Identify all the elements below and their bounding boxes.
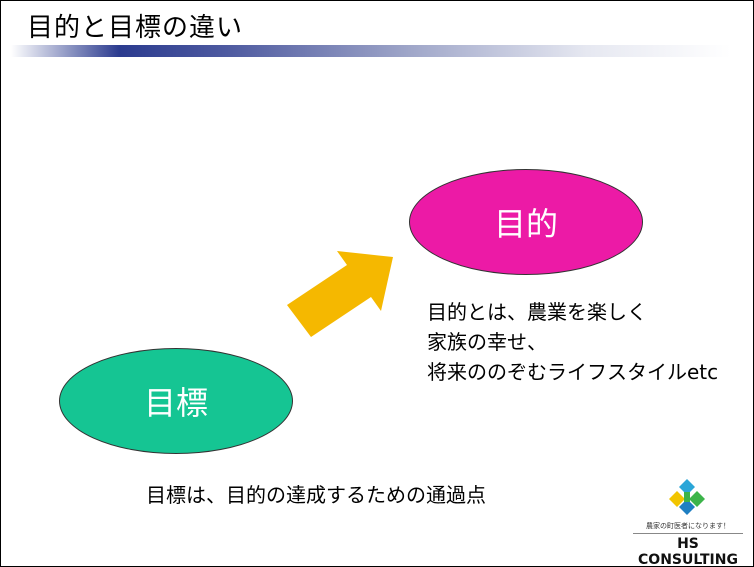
purpose-description-line: 目的とは、農業を楽しく: [427, 300, 647, 324]
slide-title: 目的と目標の違い: [27, 13, 244, 43]
logo-divider: [633, 533, 743, 534]
purpose-description-line: 将来ののぞむライフスタイルetc: [427, 360, 719, 384]
goal-caption: 目標は、目的の達成するための通過点: [146, 483, 486, 507]
title-underline-bar: [11, 45, 731, 57]
company-logo: 農家の町医者になります！ HS CONSULTING: [629, 471, 747, 566]
purpose-description: 目的とは、農業を楽しく 家族の幸せ、 将来ののぞむライフスタイルetc: [427, 297, 718, 387]
purpose-description-line: 家族の幸せ、: [427, 330, 547, 354]
logo-tagline: 農家の町医者になります！: [646, 522, 730, 530]
goal-label: 目標: [143, 384, 208, 422]
goal-ellipse: 目標: [59, 348, 293, 454]
up-right-arrow-icon: [287, 251, 393, 337]
purpose-label: 目的: [493, 205, 558, 243]
purpose-ellipse: 目的: [409, 169, 643, 275]
hs-logo-mark-icon: [669, 479, 705, 515]
logo-name: HS CONSULTING: [638, 536, 738, 567]
